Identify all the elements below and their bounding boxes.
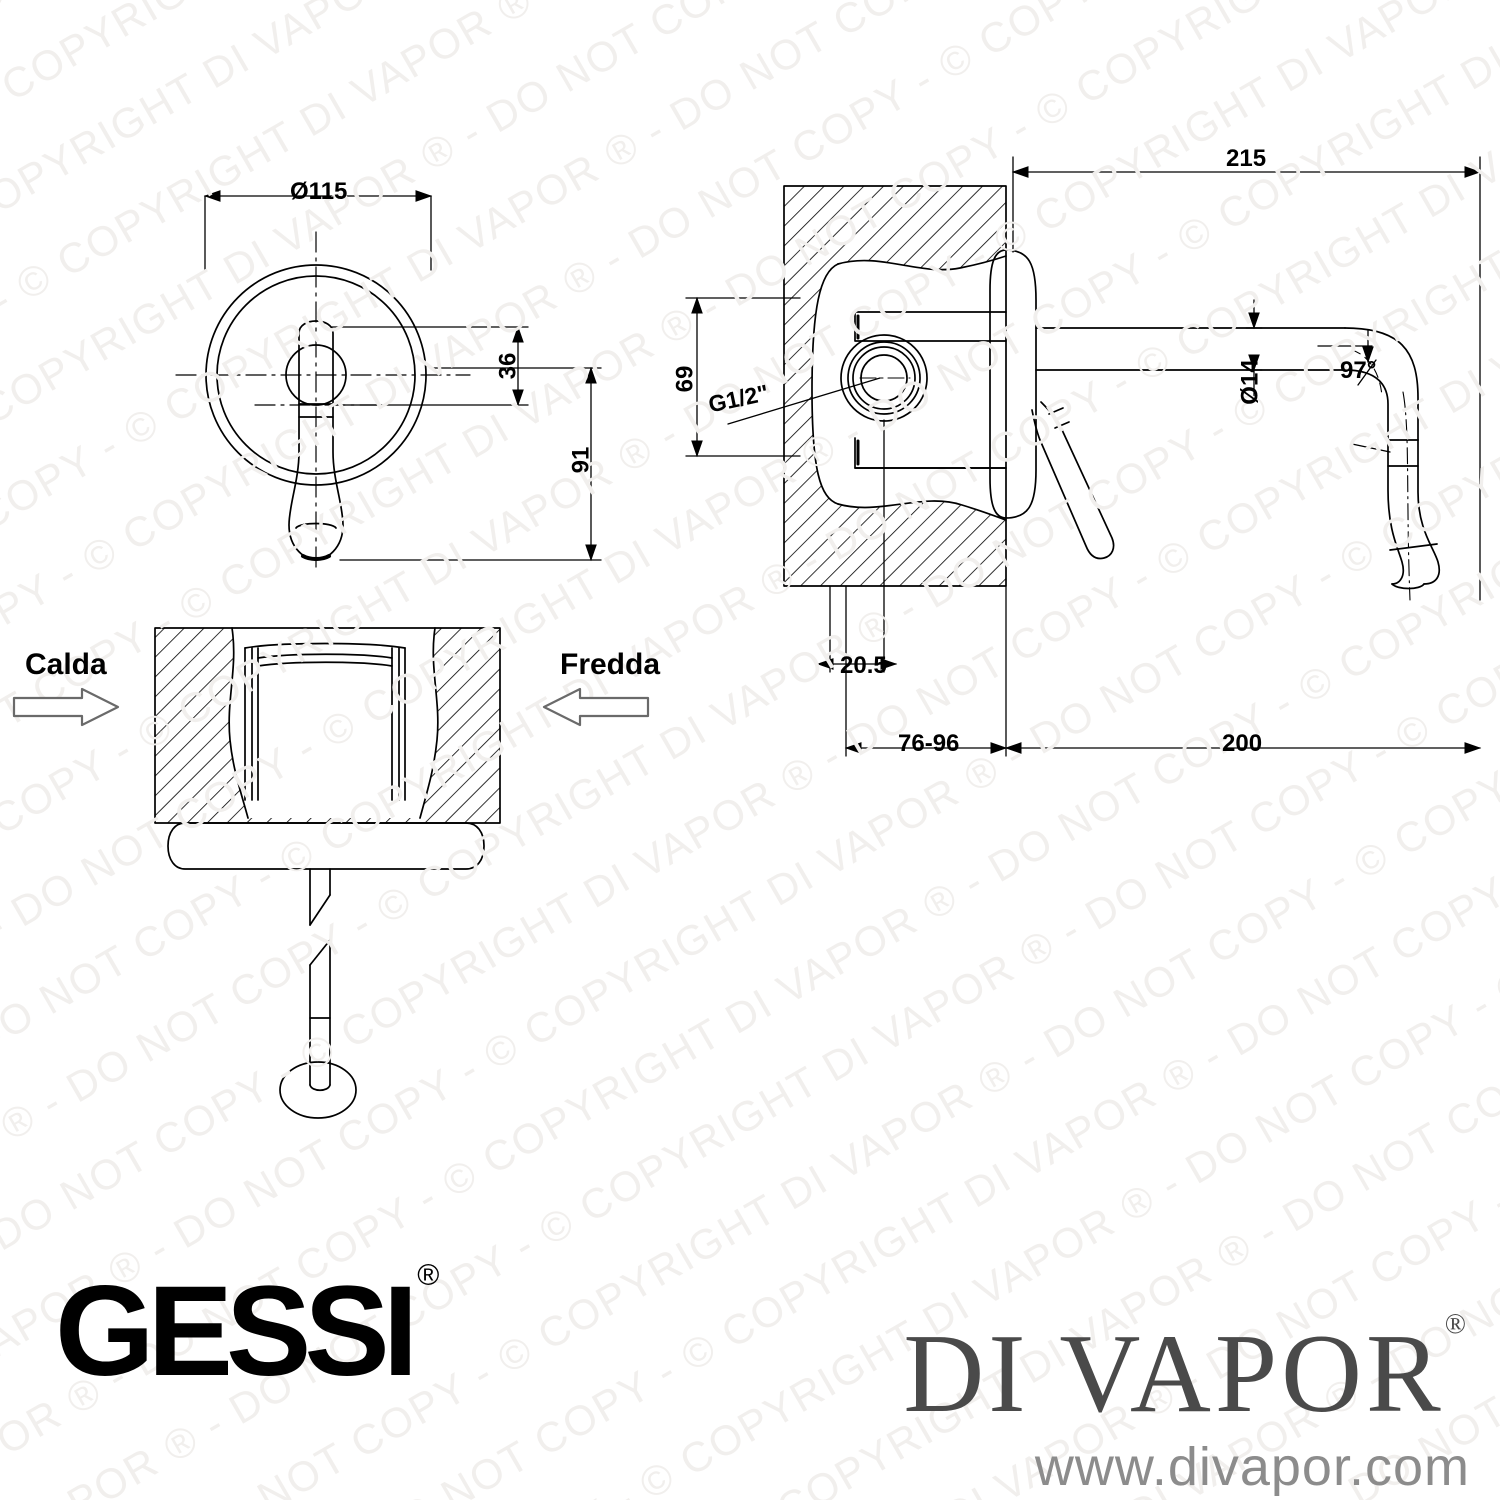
gessi-logo: GESSI®: [55, 1261, 439, 1396]
side-section-geometry: [783, 185, 1441, 601]
dimension-label-76-96: 76-96: [898, 730, 960, 757]
dimension-label-thread-g-half: G1/2": [706, 379, 771, 418]
arrow-left-icon: [542, 687, 650, 727]
dimension-label-36: 36: [494, 352, 522, 380]
divapor-logo: DI VAPOR® www.divapor.com: [903, 1310, 1470, 1498]
dimension-label-diameter-14: Ø14: [1236, 359, 1264, 405]
arrow-right-icon: [12, 687, 120, 727]
front-view-dimensions: [203, 190, 602, 562]
dimension-label-69: 69: [671, 365, 699, 393]
dimension-label-diameter-115: Ø115: [290, 178, 348, 205]
dimension-label-91: 91: [567, 446, 595, 474]
divapor-logo-text: DI VAPOR®: [903, 1310, 1470, 1430]
gessi-trademark-symbol: ®: [417, 1259, 440, 1293]
dimension-label-215: 215: [1226, 145, 1267, 172]
gessi-logo-text: GESSI: [55, 1260, 418, 1403]
dimension-label-20-5: 20.5: [840, 652, 887, 679]
divapor-trademark-symbol: ®: [1444, 1308, 1470, 1340]
dimension-label-97-degrees: 97°: [1340, 357, 1377, 384]
flow-label-calda: Calda: [25, 648, 107, 681]
side-section-dimensions: [685, 156, 1482, 757]
cartridge-section-geometry: [154, 627, 501, 1119]
dimension-label-200: 200: [1222, 730, 1263, 757]
front-elevation-geometry: [175, 231, 471, 573]
flow-label-fredda: Fredda: [560, 648, 661, 681]
divapor-name: DI VAPOR: [903, 1312, 1445, 1436]
divapor-website-url: www.divapor.com: [1034, 1437, 1470, 1497]
